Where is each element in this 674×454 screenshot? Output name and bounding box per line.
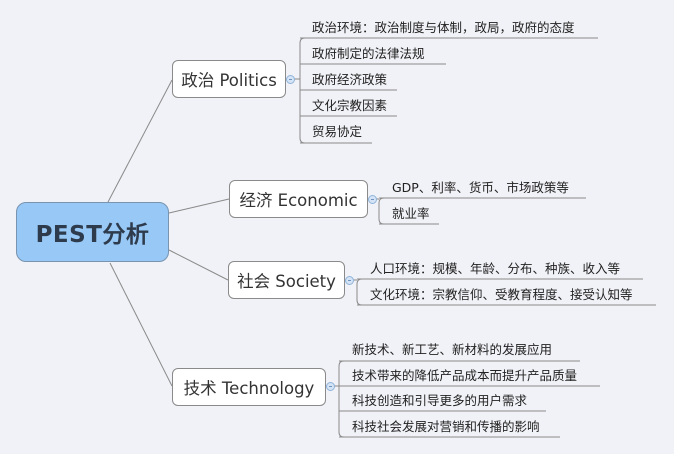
leaf-society-1[interactable]: 人口环境：规模、年龄、分布、种族、收入等 [370, 261, 621, 276]
leaf-politics-3[interactable]: 政府经济政策 [312, 72, 388, 87]
leaf-economic-1[interactable]: GDP、利率、货币、市场政策等 [392, 180, 569, 195]
leaf-technology-1[interactable]: 新技术、新工艺、新材料的发展应用 [352, 342, 553, 357]
branch-economic-label: 经济 Economic [239, 191, 358, 210]
leaf-politics-2[interactable]: 政府制定的法律法规 [312, 46, 425, 61]
branch-society[interactable]: 社会 Society [228, 261, 345, 299]
leaf-politics-1[interactable]: 政治环境：政治制度与体制，政局，政府的态度 [312, 20, 575, 35]
leaf-society-2[interactable]: 文化环境：宗教信仰、受教育程度、接受认知等 [370, 287, 633, 302]
branch-technology[interactable]: 技术 Technology [172, 368, 326, 406]
branch-politics-label: 政治 Politics [181, 71, 277, 90]
leaf-technology-2[interactable]: 技术带来的降低产品成本而提升产品质量 [352, 368, 578, 383]
collapse-technology-icon[interactable] [326, 382, 335, 391]
central-topic-label: PEST分析 [35, 222, 150, 248]
collapse-society-icon[interactable] [345, 276, 354, 285]
leaf-politics-4[interactable]: 文化宗教因素 [312, 98, 388, 113]
branch-politics[interactable]: 政治 Politics [172, 60, 286, 98]
branch-technology-label: 技术 Technology [183, 379, 315, 398]
leaf-technology-3[interactable]: 科技创造和引导更多的用户需求 [352, 393, 528, 408]
collapse-economic-icon[interactable] [368, 195, 377, 204]
leaf-politics-5[interactable]: 贸易协定 [312, 124, 363, 139]
central-topic-node[interactable]: PEST分析 [16, 202, 169, 262]
leaf-economic-2[interactable]: 就业率 [392, 206, 430, 221]
collapse-politics-icon[interactable] [286, 75, 295, 84]
branch-economic[interactable]: 经济 Economic [229, 180, 368, 218]
leaf-technology-4[interactable]: 科技社会发展对营销和传播的影响 [352, 419, 540, 434]
branch-society-label: 社会 Society [237, 272, 336, 291]
